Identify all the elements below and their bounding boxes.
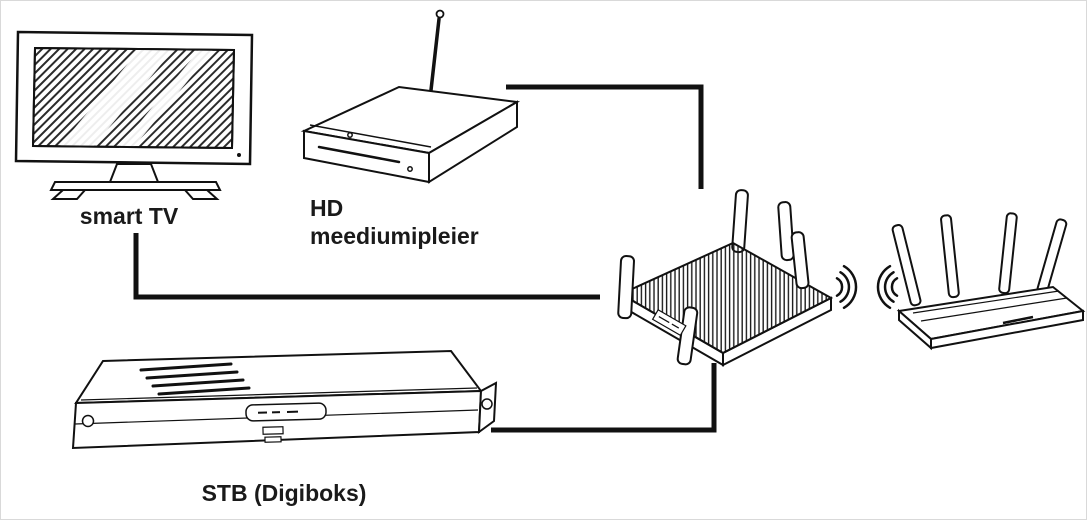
router-top-line-1	[912, 290, 1060, 314]
media-player-top-ridge	[309, 124, 432, 148]
bridge-antenna-left	[617, 255, 635, 320]
stb-label: STB (Digiboks)	[201, 480, 367, 506]
stb-button-panel-2	[264, 436, 282, 443]
media-player-antenna-tip	[435, 9, 445, 19]
connection-lines	[133, 84, 717, 433]
media-player-antenna	[428, 17, 441, 101]
tv-stand-base	[49, 181, 222, 191]
stb-front-dial	[81, 414, 95, 428]
stb-button-panel	[262, 426, 284, 435]
wireless-bridge-illustration	[617, 189, 834, 367]
tv-stand-foot-left	[50, 189, 88, 200]
tv-stand-neck	[108, 163, 160, 183]
stb-illustration	[71, 349, 498, 450]
stb-side-port	[481, 398, 493, 410]
stb-vent-slats	[139, 362, 251, 396]
tv-screen-glare-2	[119, 50, 213, 148]
bridge-brand-label	[651, 308, 687, 337]
tv-power-led	[237, 153, 241, 157]
router-antenna-4	[1036, 218, 1068, 295]
router-side	[898, 308, 932, 351]
media-player-label: HD meediumipleier	[310, 195, 479, 249]
media-player-disc-slot	[317, 145, 401, 164]
bridge-antenna-right	[790, 231, 810, 290]
router-top-line-2	[920, 297, 1068, 322]
tv-stand-foot-right	[182, 189, 220, 200]
router-antenna-1	[891, 224, 922, 307]
cable-stb-to-bridge	[491, 363, 717, 433]
router-illustration	[891, 212, 1086, 351]
wifi-waves-icon	[835, 264, 899, 310]
stb-display	[245, 402, 327, 422]
cable-media-player-to-bridge	[506, 84, 704, 189]
router-antenna-3	[998, 212, 1018, 295]
router-brand-mark	[1002, 315, 1034, 325]
media-player-front-led	[407, 166, 413, 172]
media-player-illustration	[300, 9, 521, 184]
bridge-antenna-back-right	[777, 201, 795, 262]
router-antenna-2	[940, 214, 960, 299]
smart-tv-label: smart TV	[79, 203, 179, 229]
tv-screen-glare	[59, 50, 173, 147]
media-player-side	[428, 100, 518, 184]
stb-top-ridge	[80, 387, 478, 401]
media-player-power-button	[347, 132, 353, 138]
cable-smart-tv-to-bridge	[133, 233, 600, 300]
smart-tv-illustration	[14, 30, 254, 200]
tv-screen-frame	[31, 46, 236, 150]
